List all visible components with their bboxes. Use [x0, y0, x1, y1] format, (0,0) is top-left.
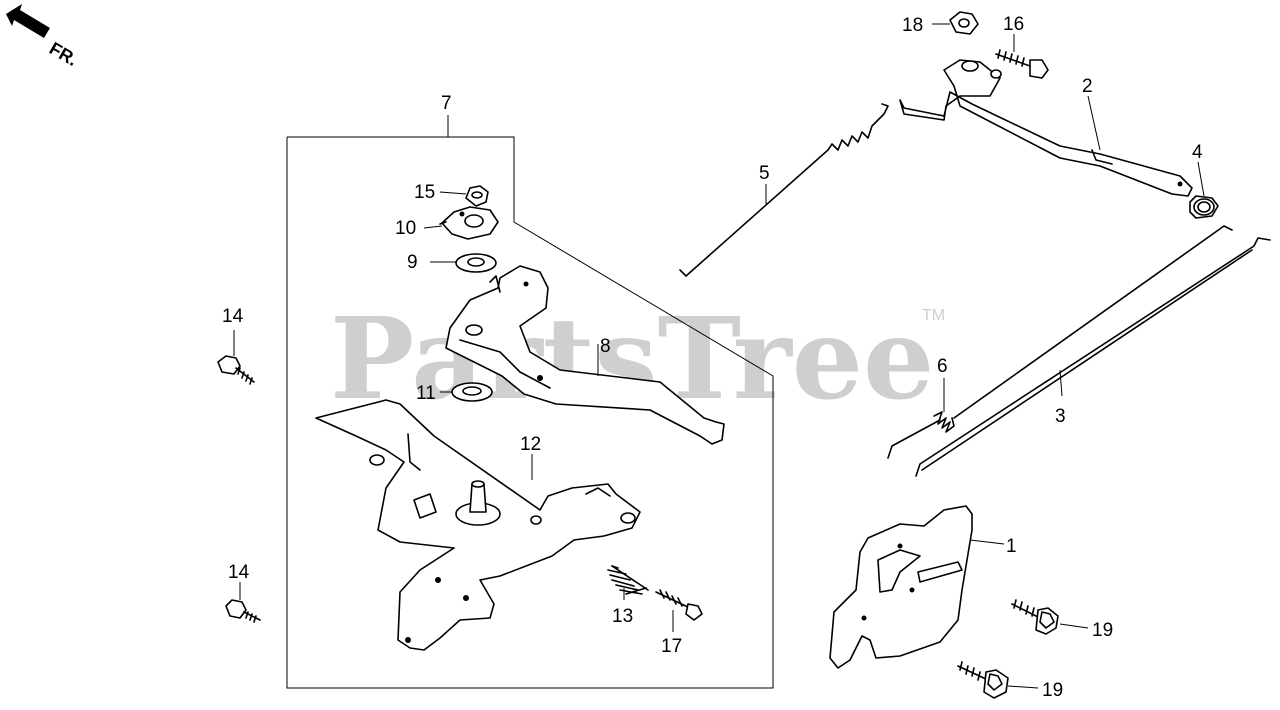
part-12-control-base [315, 399, 641, 651]
callout-14-lower: 14 [228, 562, 250, 583]
callout-2: 2 [1082, 76, 1093, 97]
callout-6: 6 [937, 356, 948, 377]
callout-12: 12 [520, 434, 541, 455]
callout-19-upper: 19 [1092, 620, 1113, 641]
callout-15: 15 [414, 182, 435, 203]
part-19-flange-bolt-upper [1011, 599, 1059, 635]
callout-16: 16 [1003, 14, 1024, 35]
callout-9: 9 [407, 252, 418, 273]
callout-5: 5 [759, 163, 770, 184]
callout-labels: 1 2 3 4 5 6 7 8 9 10 11 12 13 14 14 15 1… [222, 14, 1203, 701]
part-15-nut [465, 185, 489, 207]
callout-3: 3 [1055, 406, 1066, 427]
front-label: FR. [46, 38, 81, 70]
part-9-wave-washer [455, 253, 497, 273]
part-13-spring [607, 565, 649, 595]
part-14-bolt-upper [217, 355, 255, 385]
part-6-rod-spring [887, 225, 1233, 459]
callout-7: 7 [441, 93, 452, 114]
part-10-throttle-lever [439, 206, 499, 240]
callout-10: 10 [395, 218, 416, 239]
callout-18: 18 [902, 15, 923, 36]
callout-17: 17 [661, 636, 682, 657]
part-3-governor-rod [915, 237, 1271, 477]
watermark-trademark: TM [922, 307, 945, 324]
front-arrow-icon: FR. [6, 4, 81, 70]
callout-4: 4 [1192, 142, 1203, 163]
callout-8: 8 [600, 336, 611, 357]
callout-13: 13 [612, 606, 633, 627]
callout-1: 1 [1006, 536, 1017, 557]
callout-19-lower: 19 [1042, 680, 1063, 701]
part-11-washer [451, 382, 493, 402]
assembly-7-frame [286, 115, 774, 689]
part-17-screw [655, 589, 703, 621]
leader-lines [233, 23, 1205, 689]
callout-11: 11 [416, 383, 436, 404]
part-8-control-lever [445, 265, 725, 445]
callout-14-upper: 14 [222, 306, 244, 327]
part-16-bolt [995, 49, 1049, 79]
part-18-nut [949, 11, 979, 35]
part-14-bolt-lower [225, 599, 261, 623]
part-1-plate [829, 505, 973, 669]
part-19-flange-bolt-lower [957, 661, 1009, 699]
part-4-grommet [1189, 195, 1219, 219]
part-2-governor-arm [899, 59, 1193, 197]
part-5-return-spring [679, 103, 889, 277]
